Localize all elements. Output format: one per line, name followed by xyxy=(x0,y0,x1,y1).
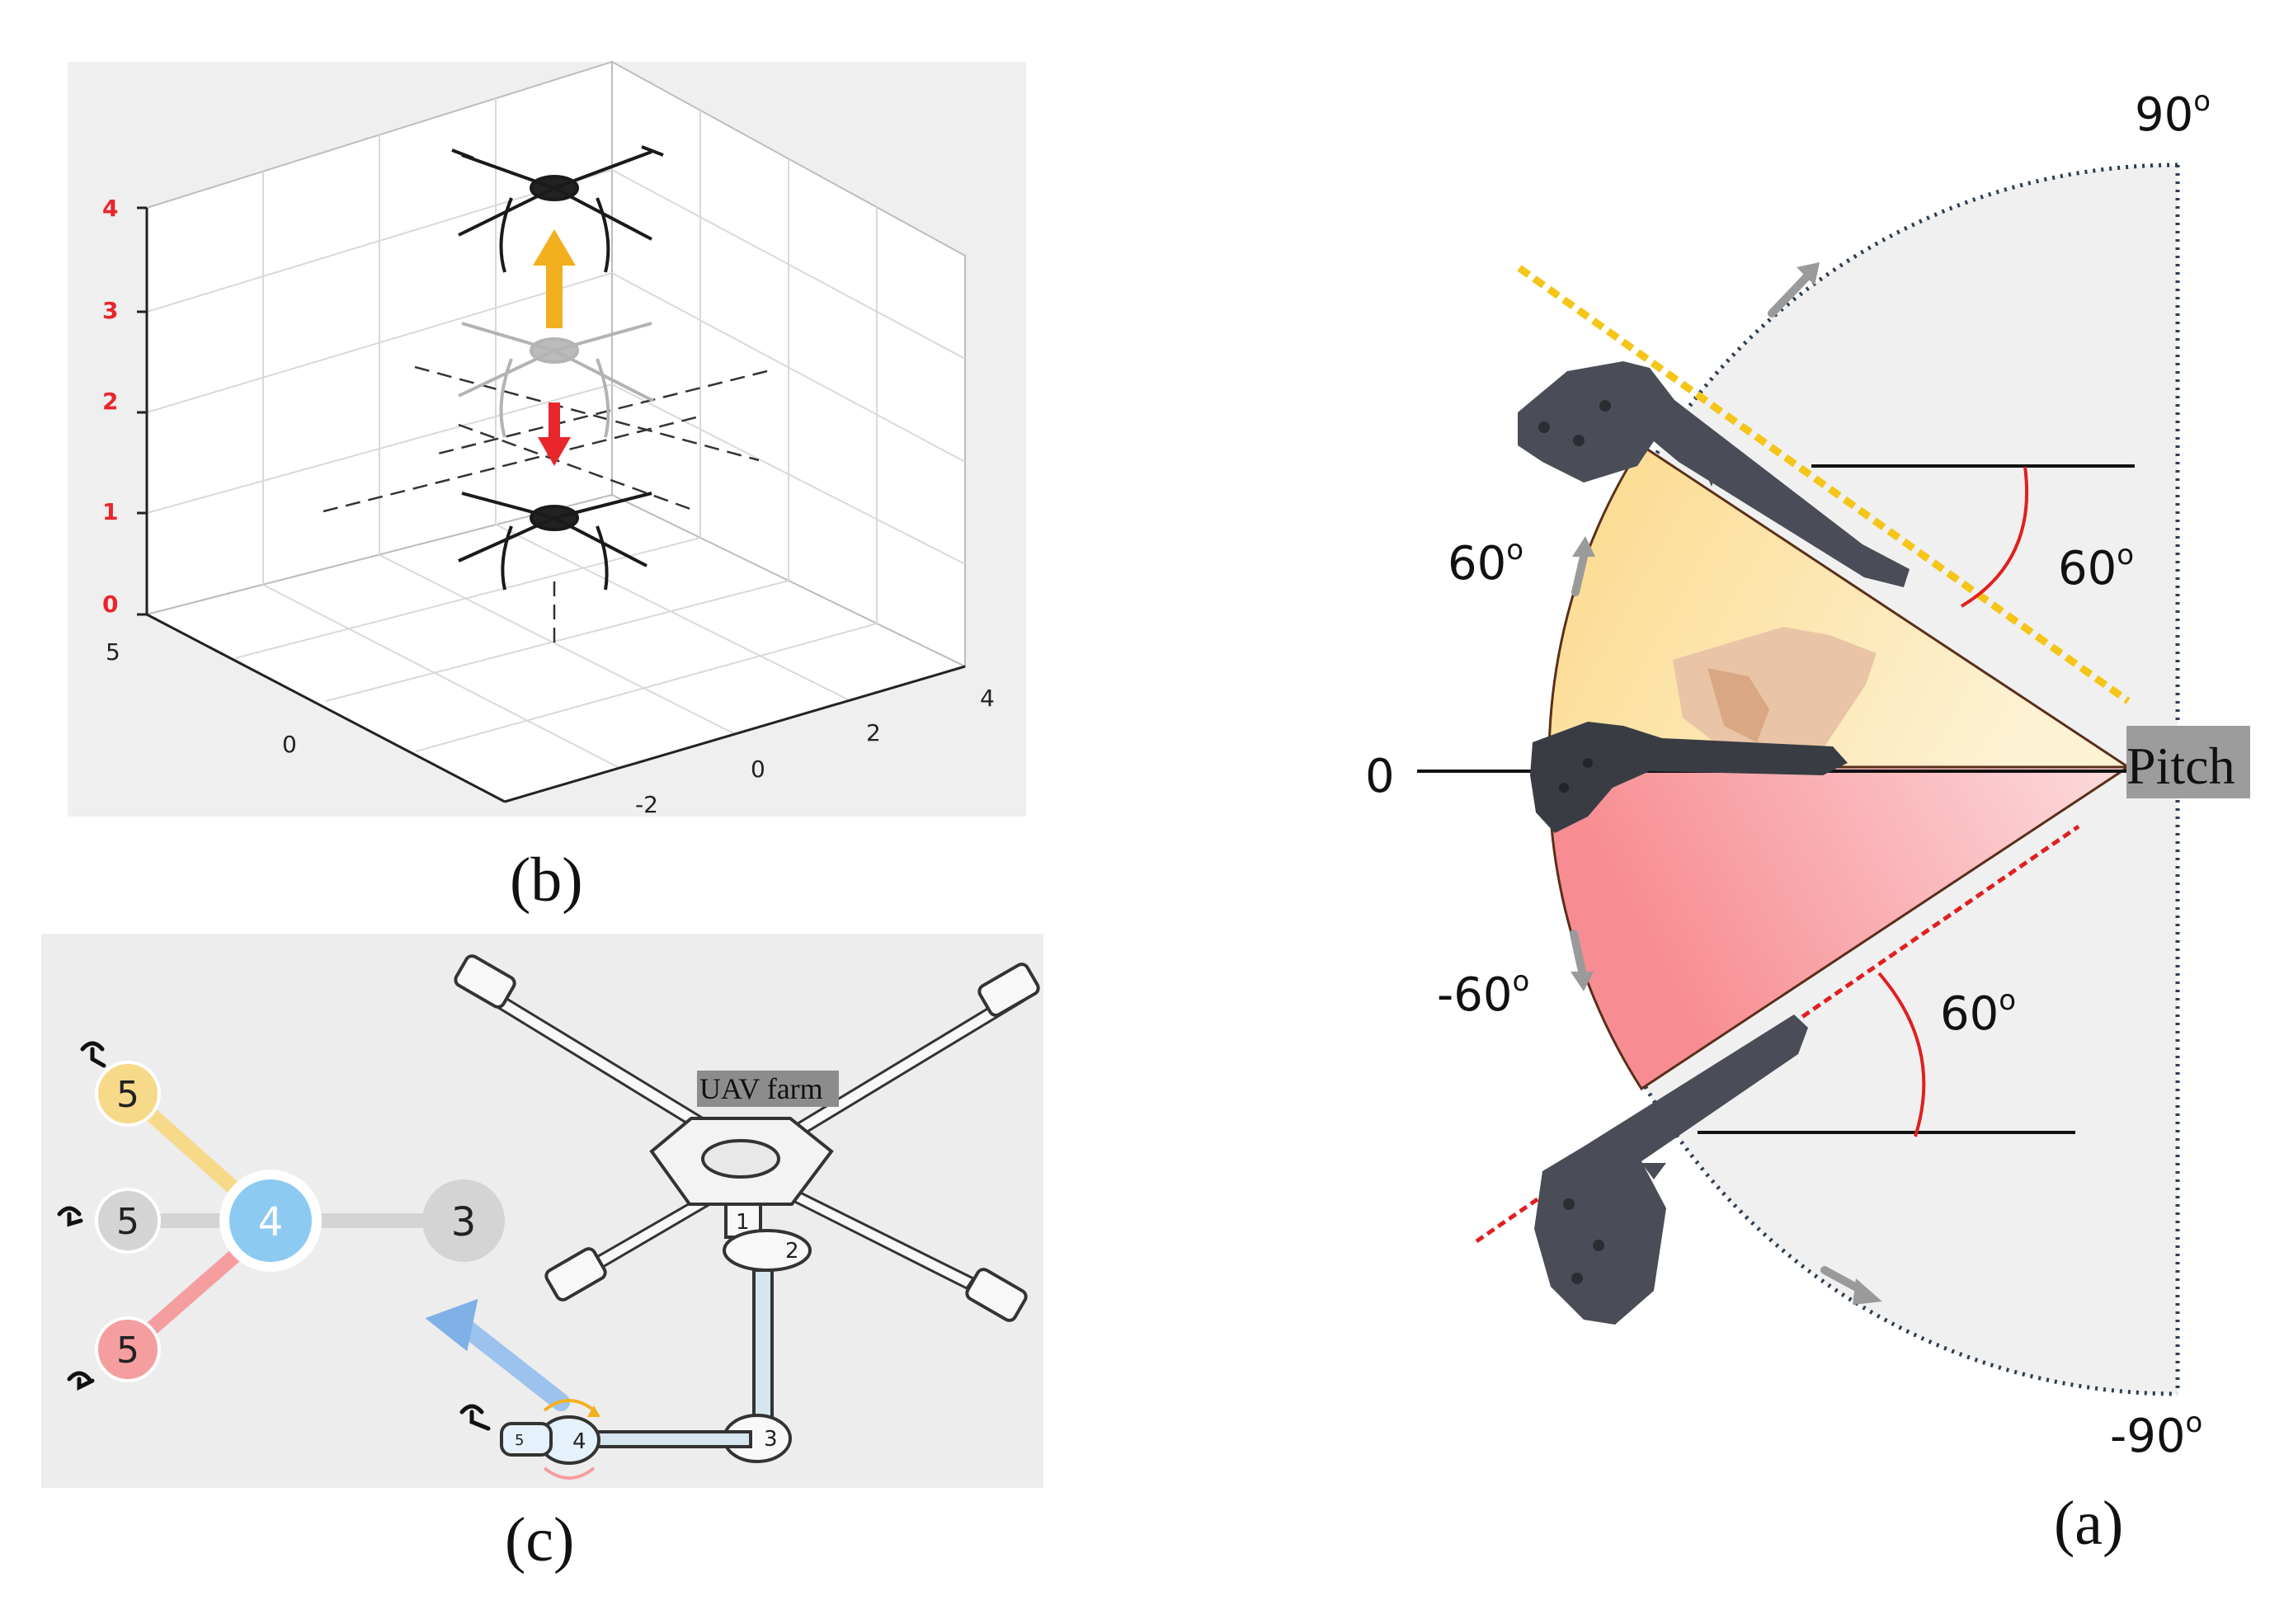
svg-text:2: 2 xyxy=(785,1239,799,1264)
panel-c-caption: (c) xyxy=(505,1505,574,1575)
arrow-down-icon xyxy=(538,402,571,466)
angle-label-left-60: 60o xyxy=(1448,534,1523,591)
panel-a-caption: (a) xyxy=(2054,1489,2123,1558)
tree-node-blue-center: 4 xyxy=(219,1170,322,1272)
z-tick-2: 2 xyxy=(102,388,118,415)
gripper-icon xyxy=(459,1404,491,1431)
x-tick-neg2: -2 xyxy=(635,791,658,818)
angle-label-left-minus-60: -60o xyxy=(1437,965,1529,1022)
tree-node-yellow: 5 xyxy=(95,1061,161,1127)
x-tick-0: 0 xyxy=(751,756,765,783)
hand-holding-controller-icon xyxy=(1530,627,1877,833)
x-tick-2: 2 xyxy=(866,719,881,746)
svg-text:3: 3 xyxy=(764,1427,778,1452)
angle-label-90: 90o xyxy=(2135,85,2211,142)
angle-label-right-upper-60: 60o xyxy=(2058,539,2134,595)
y-tick-5: 5 xyxy=(106,638,120,666)
y-tick-0: 0 xyxy=(282,731,297,758)
x-tick-4: 4 xyxy=(980,685,995,712)
svg-text:3: 3 xyxy=(451,1199,477,1245)
svg-text:4: 4 xyxy=(258,1199,284,1245)
panel-b: 0 1 2 3 4 5 0 -2 0 2 4 xyxy=(68,60,1026,915)
panel-b-z-tick-labels: 0 1 2 3 4 xyxy=(102,195,118,618)
blue-arrow-icon xyxy=(425,1298,570,1411)
panel-b-z-tick-marks xyxy=(137,206,147,616)
panel-b-y-tick-labels: 5 0 xyxy=(106,638,297,758)
panel-a: 90o -90o 0 60o -60o 60o 60o Pitc xyxy=(1365,85,2250,1558)
rotation-arrows xyxy=(1570,262,1882,1305)
angle-arc-upper xyxy=(1960,466,2029,608)
svg-text:4: 4 xyxy=(572,1429,586,1454)
svg-text:1: 1 xyxy=(736,1210,750,1235)
panel-b-x-tick-labels: -2 0 2 4 xyxy=(635,685,995,818)
z-tick-0: 0 xyxy=(102,591,118,618)
panel-b-3d-axes-box xyxy=(144,60,968,803)
drone-top xyxy=(451,145,664,273)
panel-c: 5 5 4 3 5 xyxy=(41,934,1043,1575)
svg-text:5: 5 xyxy=(116,1074,139,1116)
svg-text:5: 5 xyxy=(116,1330,139,1372)
drone-middle-ghost xyxy=(458,322,654,438)
angle-label-0: 0 xyxy=(1365,750,1395,803)
gripper-icon xyxy=(67,1371,95,1391)
tree-node-gray-right: 3 xyxy=(422,1179,505,1262)
panel-c-background xyxy=(41,934,1043,1488)
joint-numbers: 1 2 3 4 5 xyxy=(515,1210,799,1454)
angle-label-right-lower-60: 60o xyxy=(1940,984,2016,1041)
panel-b-caption: (b) xyxy=(510,845,583,915)
tree-node-red: 5 xyxy=(95,1316,161,1382)
vr-controller-icon xyxy=(1534,1014,1808,1325)
svg-text:5: 5 xyxy=(515,1432,524,1449)
angle-arc-lower xyxy=(1877,972,1926,1137)
drone-bottom xyxy=(458,492,652,591)
z-tick-3: 3 xyxy=(102,297,118,324)
rotation-icon xyxy=(543,1399,600,1480)
panel-b-dashed-guides xyxy=(323,365,768,643)
svg-text:Pitch: Pitch xyxy=(2126,737,2235,795)
z-tick-4: 4 xyxy=(102,195,118,222)
angle-label-minus-90: -90o xyxy=(2110,1406,2202,1463)
vr-controller-icon xyxy=(1518,361,1910,587)
gripper-icon xyxy=(80,1041,106,1068)
svg-text:UAV farm: UAV farm xyxy=(699,1072,823,1105)
yellow-dashed-line xyxy=(1517,265,2131,704)
uav-farm-label: UAV farm xyxy=(697,1071,839,1107)
svg-text:5: 5 xyxy=(116,1201,139,1243)
pitch-label: Pitch xyxy=(2126,726,2250,798)
z-tick-1: 1 xyxy=(102,498,118,525)
tree-node-gray-left: 5 xyxy=(95,1188,161,1254)
gripper-icon xyxy=(57,1206,83,1227)
arrow-up-icon xyxy=(533,229,576,328)
